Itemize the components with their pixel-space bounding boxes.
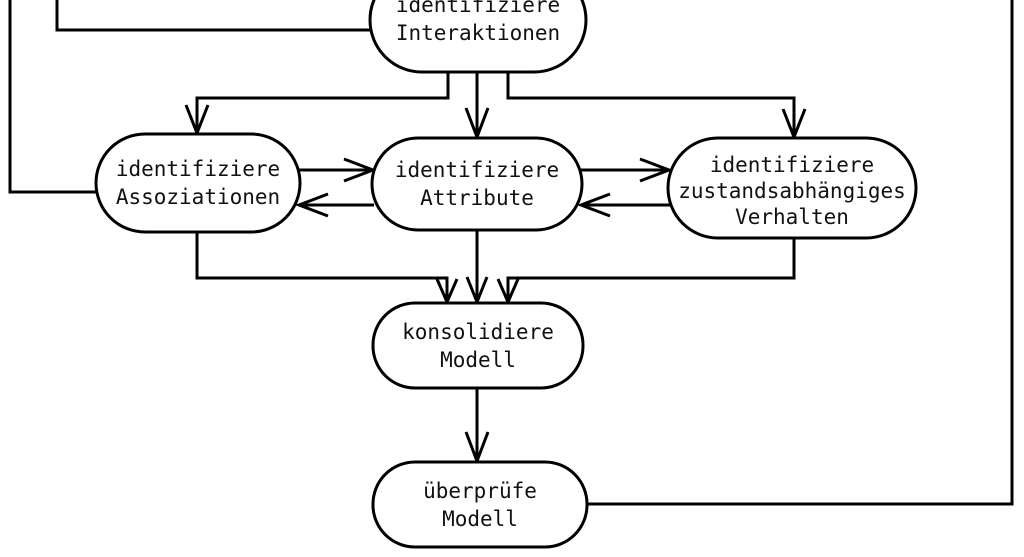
node-label-attribute-line1: identifiziere [395, 158, 559, 182]
node-label-konsolidiere-line2: Modell [440, 348, 516, 372]
node-ueberpruefe-modell[interactable]: überprüfe Modell [371, 460, 589, 549]
node-konsolidiere-modell[interactable]: konsolidiere Modell [371, 301, 585, 390]
arrowhead-attribute-to-assoziationen [294, 192, 329, 218]
edge-interaktionen-to-assoziationen [195, 72, 450, 132]
edge-feedback-left-to-interaktionen [55, 0, 372, 32]
edge-feedback-left-to-assoziationen [8, 0, 98, 194]
node-identifiziere-zustandsabhaengiges-verhalten[interactable]: identifiziere zustandsabhängiges Verhalt… [666, 136, 918, 240]
node-label-konsolidiere-line1: konsolidiere [402, 320, 554, 344]
node-label-ueberpruefe-line2: Modell [442, 507, 518, 531]
node-label-zustandsverhalten-line3: Verhalten [735, 205, 849, 229]
node-shape-zustandsverhalten [666, 136, 918, 240]
node-identifiziere-attribute[interactable]: identifiziere Attribute [370, 136, 584, 232]
node-shape-interaktionen [368, 0, 588, 74]
edge-layer [8, 0, 1014, 506]
node-identifiziere-assoziationen[interactable]: identifiziere Assoziationen [94, 132, 302, 234]
arrowhead-attribute-to-zustandsverhalten [639, 157, 674, 183]
edge-interaktionen-to-zustandsverhalten [506, 72, 796, 136]
node-identifiziere-interaktionen[interactable]: identifiziere Interaktionen [368, 0, 588, 74]
edge-zustandsverhalten-to-konsolidiere [506, 238, 796, 301]
arrowhead-zustandsverhalten-to-attribute [576, 192, 611, 218]
node-label-attribute-line2: Attribute [420, 186, 534, 210]
node-shape-ueberpruefe [371, 460, 589, 549]
node-label-assoziationen-line2: Assoziationen [116, 185, 280, 209]
node-label-ueberpruefe-line1: überprüfe [423, 479, 537, 503]
edge-assoziationen-to-konsolidiere [195, 232, 449, 301]
node-shape-konsolidiere [371, 301, 585, 390]
node-label-interaktionen-line1: identifiziere [396, 0, 560, 17]
node-label-assoziationen-line1: identifiziere [116, 157, 280, 181]
node-label-zustandsverhalten-line1: identifiziere [710, 153, 874, 177]
node-shape-assoziationen [94, 132, 302, 234]
edge-ueberpruefe-feedback-right [585, 0, 1014, 506]
node-layer: identifiziere Interaktionen identifizier… [94, 0, 918, 549]
node-label-zustandsverhalten-line2: zustandsabhängiges [678, 179, 906, 203]
node-label-interaktionen-line2: Interaktionen [396, 21, 560, 45]
node-shape-attribute [370, 136, 584, 232]
